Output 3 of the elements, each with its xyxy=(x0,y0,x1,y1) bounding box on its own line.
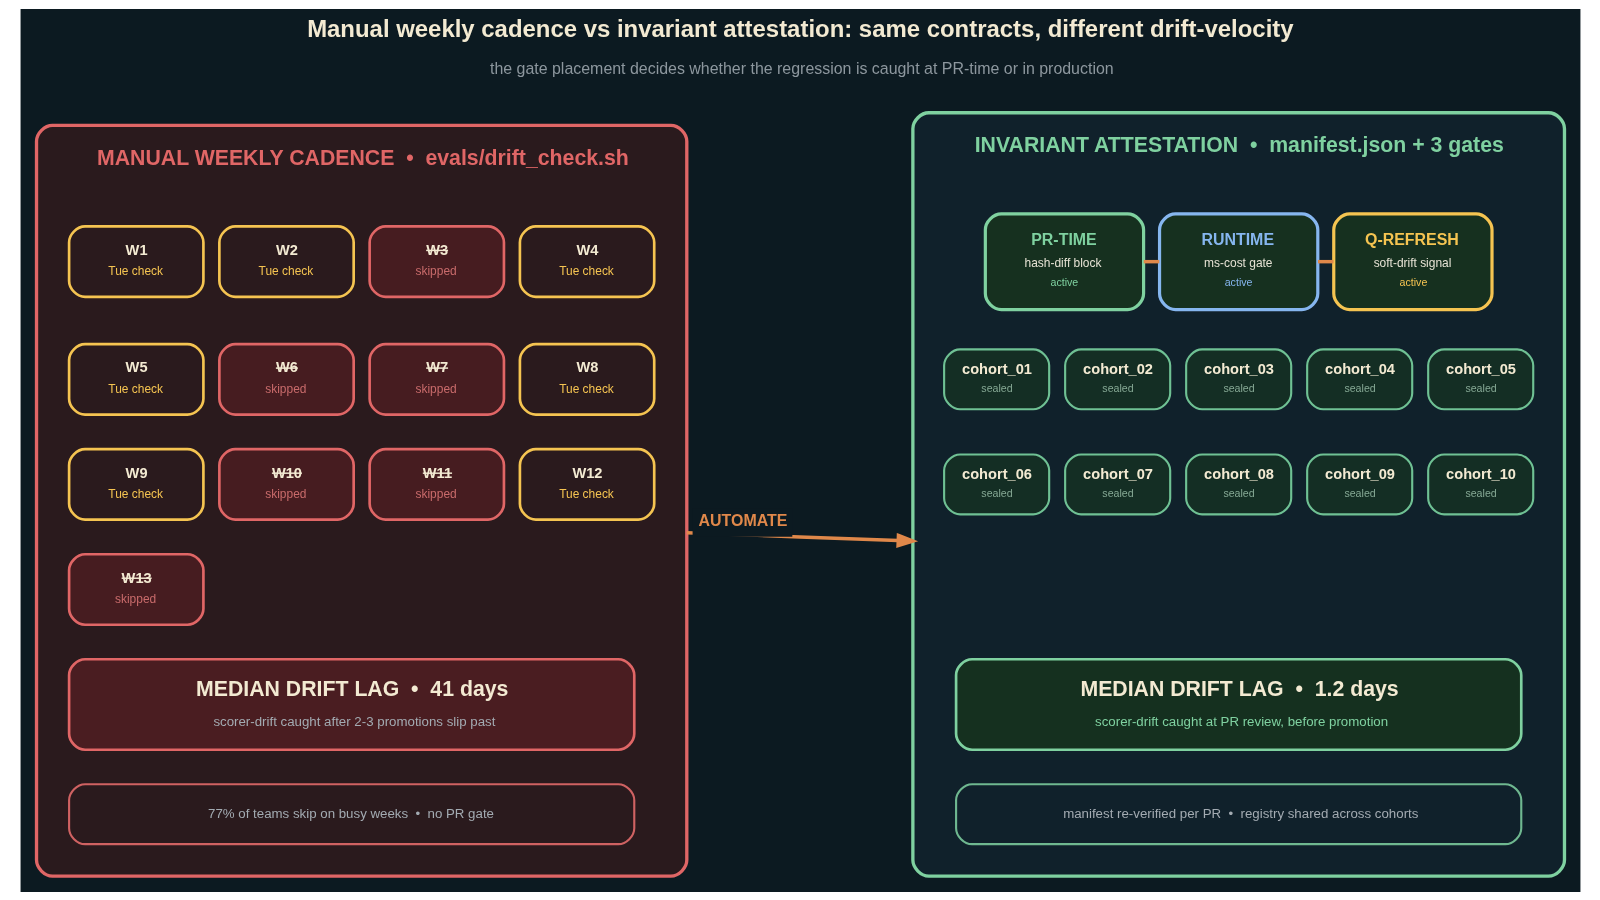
caption: the gate placement decides whether the regression is caught at PR-time or in production xyxy=(489,59,1114,77)
diagram-title: Manual weekly cadence vs invariant attestation: same contracts, different drift-velocity xyxy=(306,14,1294,42)
edge-label: AUTOMATE xyxy=(698,511,787,529)
